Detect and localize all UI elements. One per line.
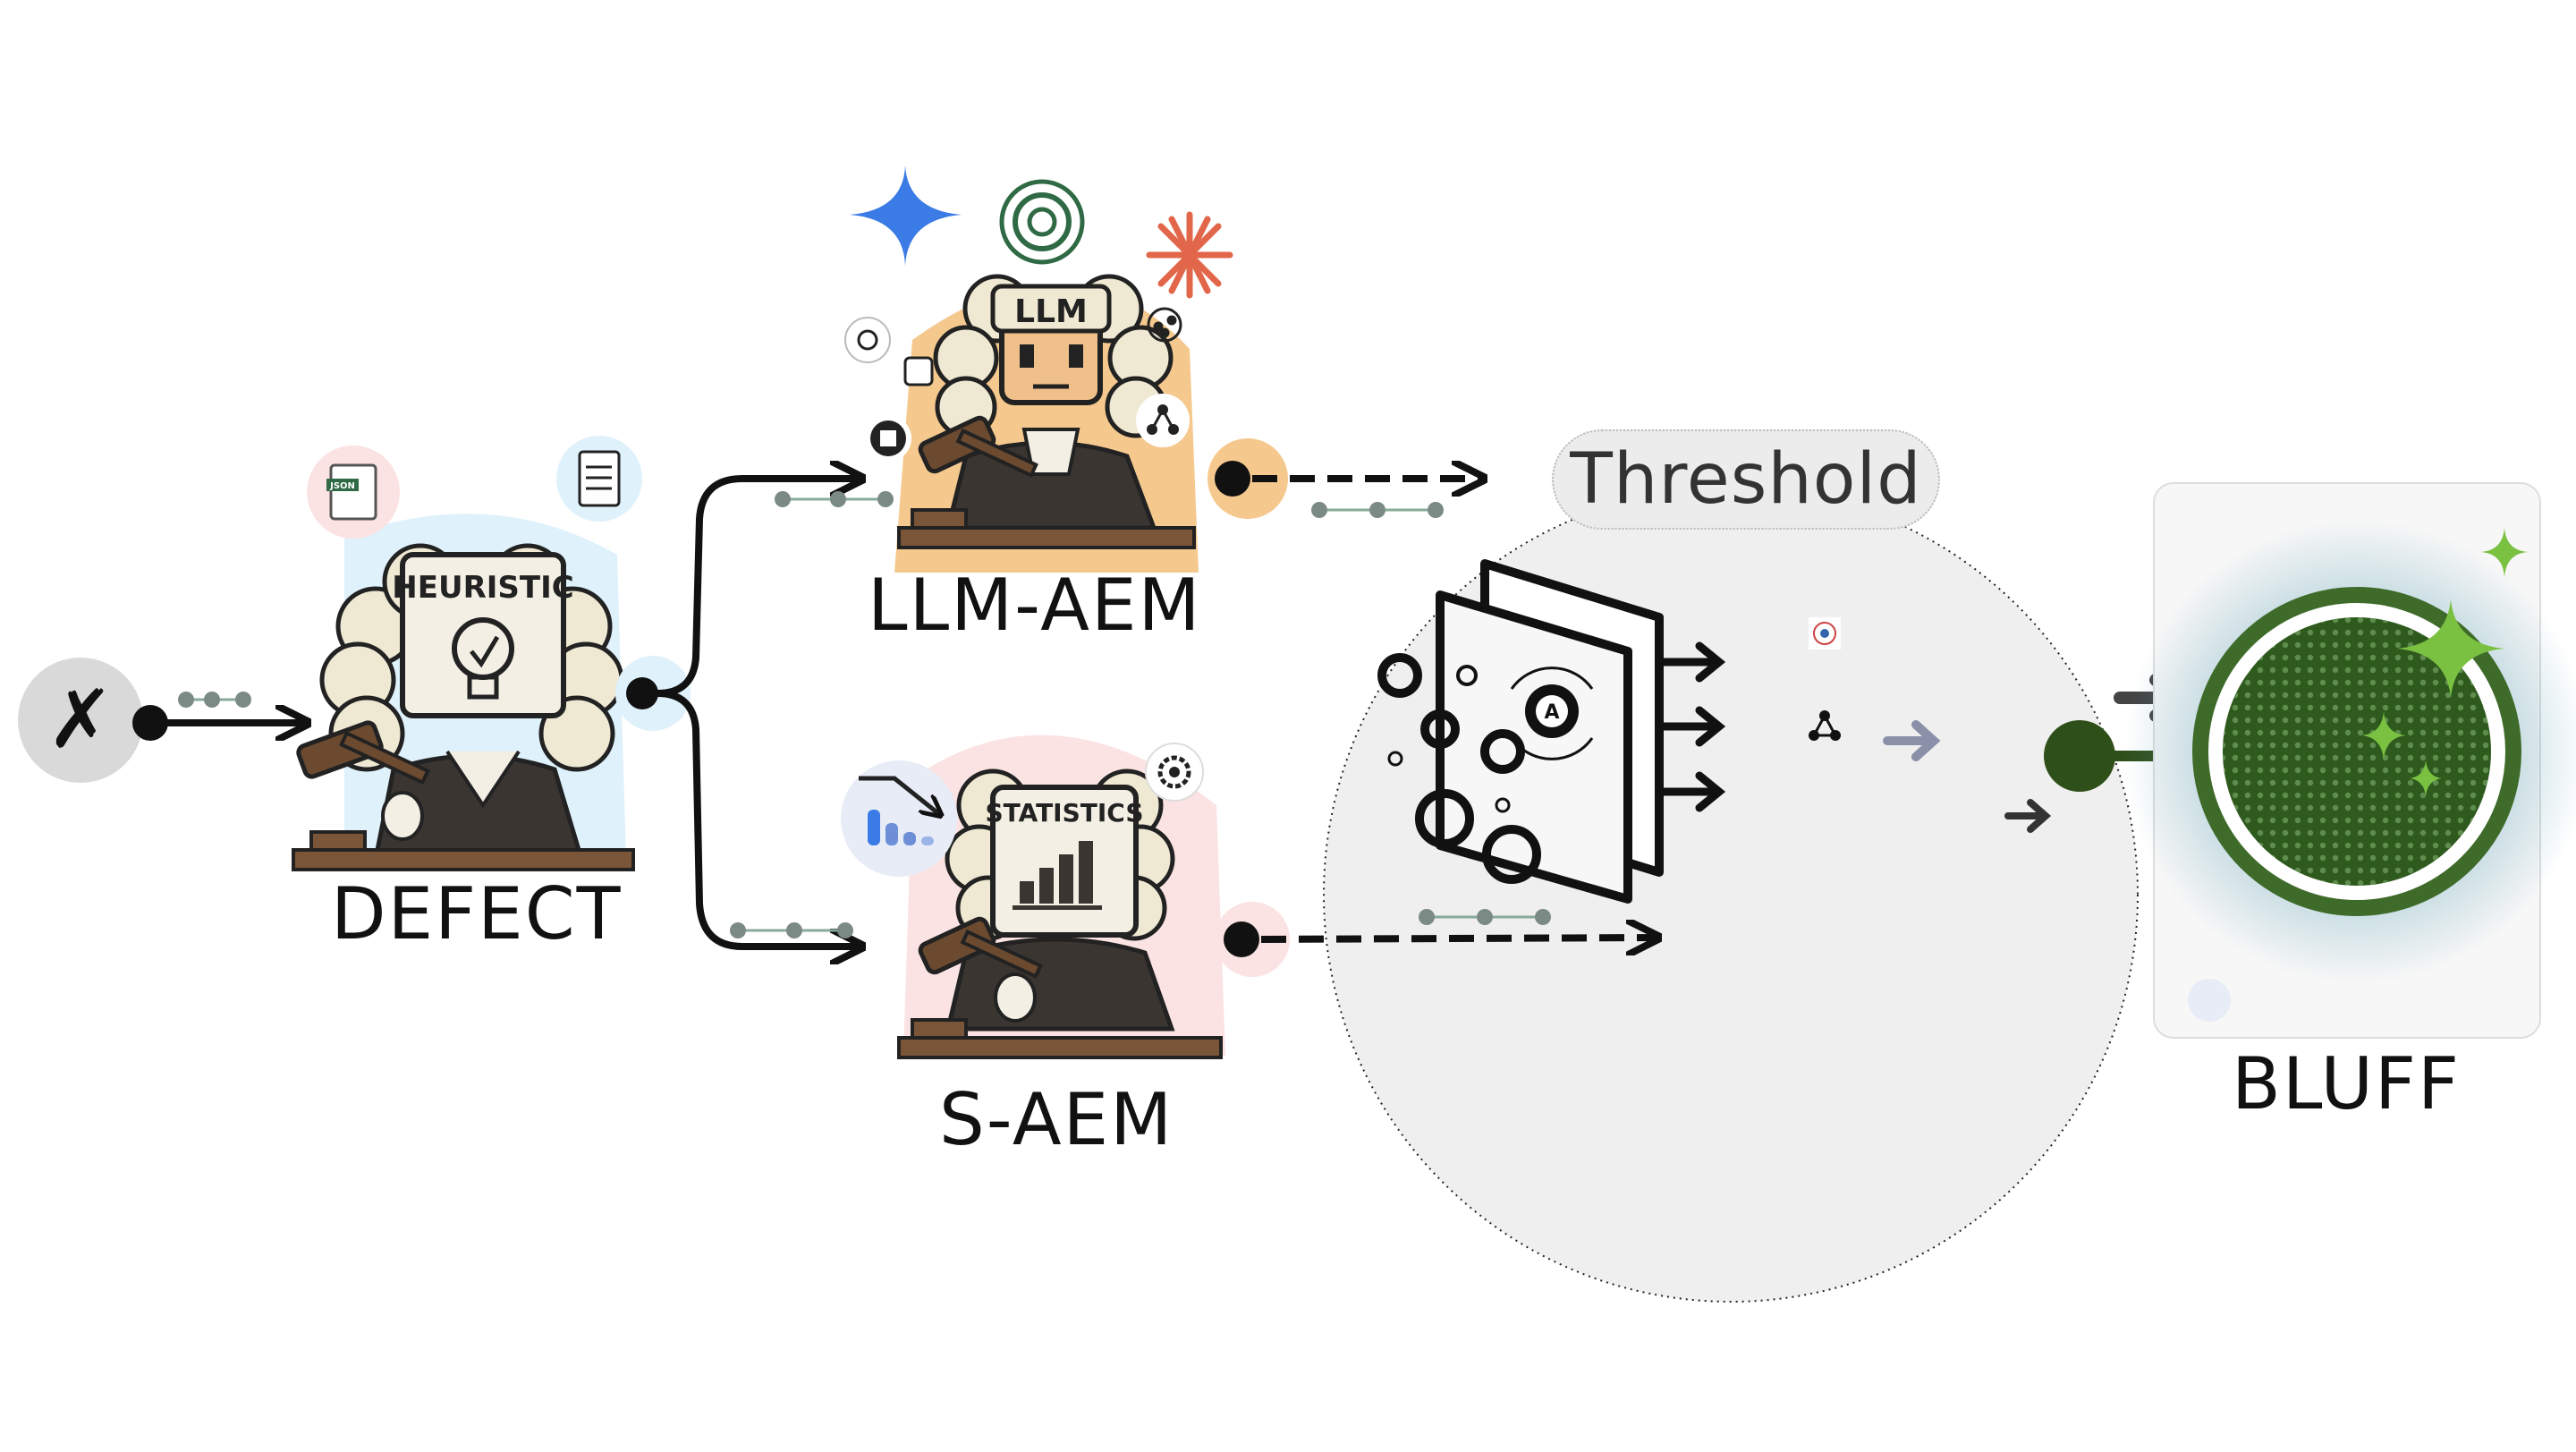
connector-dots-icon <box>775 491 894 507</box>
connector-dots-icon <box>1311 502 1444 518</box>
input-node: ✗ <box>18 658 304 783</box>
lightbulb-icon <box>452 617 514 700</box>
connector-dots-icon <box>730 922 853 938</box>
input-x-icon: ✗ <box>47 673 114 767</box>
bar-chart-icon <box>1013 841 1102 910</box>
document-icon <box>556 436 642 522</box>
gear-icon <box>844 317 891 363</box>
defect-judge: HEURISTIC JSON <box>292 436 642 871</box>
threshold-output-node <box>2044 720 2115 792</box>
arrow-right-icon <box>1883 720 1941 761</box>
threshold-pill: Threshold <box>1552 429 1940 530</box>
bluff-label: BLUFF <box>2232 1042 2462 1125</box>
connector-dots-icon <box>178 692 251 708</box>
llm-aem-label: LLM-AEM <box>868 564 1202 647</box>
gear-icon <box>1145 743 1204 802</box>
fork-edges <box>615 479 894 947</box>
defect-plate-label: HEURISTIC <box>392 570 573 606</box>
json-file-icon: JSON <box>307 446 400 539</box>
defect-head-plate <box>400 552 566 718</box>
gemini-icon <box>850 166 962 266</box>
svg-text:JSON: JSON <box>329 481 355 491</box>
chart-down-icon <box>841 760 957 877</box>
network-icon <box>1136 394 1190 447</box>
edge-defect-saem <box>657 690 859 947</box>
llm-plate-label: LLM <box>1014 293 1088 330</box>
openai-icon <box>999 179 1085 265</box>
chip-icon <box>903 356 934 386</box>
edge-defect-llm <box>657 479 859 697</box>
s-aem-judge: STATISTICS <box>841 734 1290 1059</box>
bluff-node <box>2124 482 2576 1039</box>
arrow-right-icon <box>2004 799 2052 833</box>
network-icon <box>1147 307 1182 343</box>
llm-aem-judge: LLM <box>844 166 1288 573</box>
document-icon <box>865 415 911 462</box>
network-icon <box>1809 617 1841 650</box>
sparkle-icon <box>2361 528 2528 796</box>
connector-dots-icon <box>1419 909 1551 925</box>
saem-plate-label: STATISTICS <box>985 798 1143 828</box>
edge-saem-threshold <box>1260 938 1655 939</box>
defect-label: DEFECT <box>331 872 623 955</box>
threshold-label: Threshold <box>1570 439 1922 520</box>
s-aem-label: S-AEM <box>939 1078 1174 1161</box>
network-icon <box>1809 710 1841 741</box>
gear-icon: A <box>1510 667 1594 760</box>
gavel-icon <box>296 720 430 841</box>
threshold-filter-stack-icon: A <box>1377 559 1726 904</box>
claude-icon <box>1146 211 1233 299</box>
svg-text:A: A <box>1544 701 1559 724</box>
gavel-icon <box>918 916 1043 1023</box>
gavel-icon <box>918 415 1038 479</box>
